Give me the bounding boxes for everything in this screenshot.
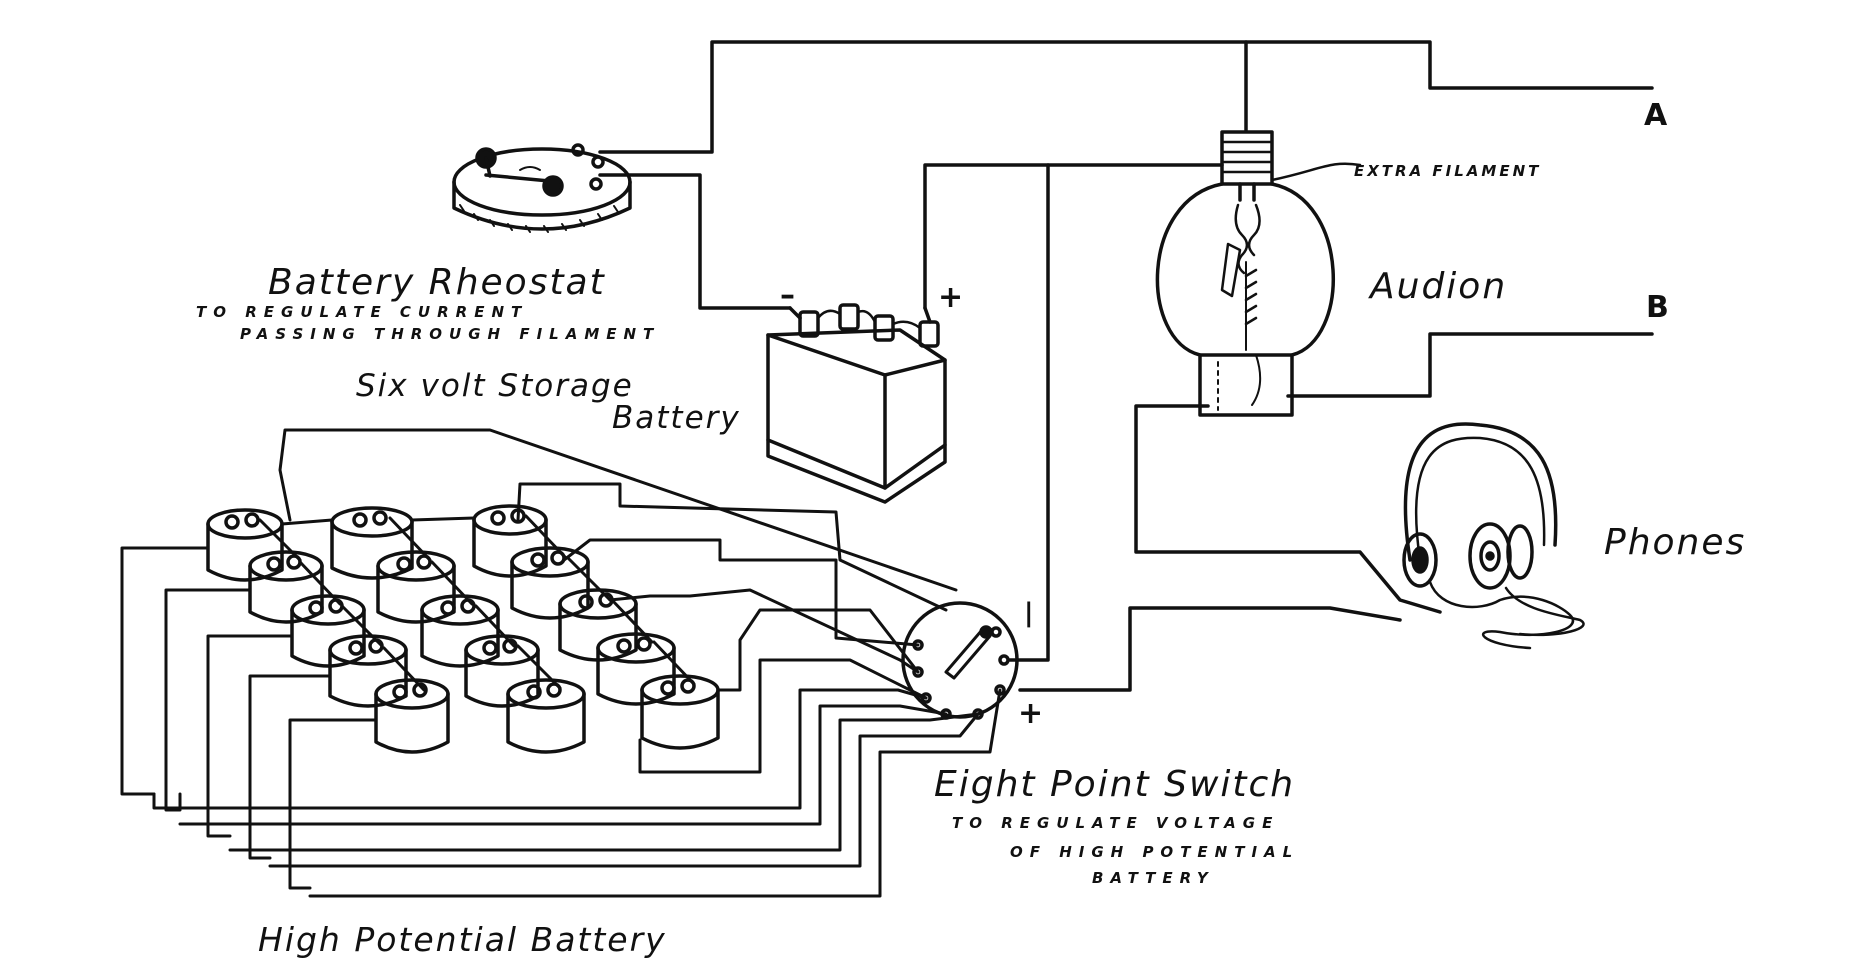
high-potential-battery-label: High Potential Battery [258, 920, 667, 959]
battery-interconnects [260, 516, 694, 690]
high-potential-battery [208, 506, 718, 752]
circuit-wires [600, 42, 1652, 690]
storage-battery [768, 305, 945, 502]
phones-label: Phones [1604, 522, 1747, 563]
rheostat-note-line-2: PASSING THROUGH FILAMENT [240, 325, 661, 343]
battery-cell [598, 634, 674, 704]
switch-note-line-2: OF HIGH POTENTIAL [1010, 843, 1300, 861]
battery-minus-terminal: – [780, 278, 795, 313]
rheostat-title: Battery Rheostat [268, 262, 606, 303]
battery-cell [508, 680, 584, 752]
extra-filament-label: EXTRA FILAMENT [1354, 162, 1542, 180]
phones-headset [1404, 424, 1584, 648]
eight-point-switch [903, 603, 1017, 718]
switch-minus-terminal: | [1024, 598, 1034, 628]
switch-note-line-1: TO REGULATE VOLTAGE [952, 814, 1280, 832]
switch-title: Eight Point Switch [934, 764, 1296, 805]
audion-tube [1157, 132, 1360, 415]
battery-cell [376, 680, 448, 752]
storage-battery-label-line-1: Six volt Storage [356, 368, 634, 404]
terminal-b: B [1646, 290, 1669, 325]
battery-cell [292, 596, 364, 666]
rheostat-note-line-1: TO REGULATE CURRENT [196, 303, 529, 321]
battery-cell [422, 596, 498, 666]
battery-cell [642, 676, 718, 748]
battery-rheostat [454, 145, 630, 232]
switch-note-line-3: BATTERY [1092, 869, 1215, 887]
battery-plus-terminal: + [938, 280, 964, 315]
audion-label: Audion [1370, 266, 1508, 307]
storage-battery-label-line-2: Battery [612, 400, 741, 436]
battery-feeder-wires [122, 430, 1000, 896]
battery-cell [512, 548, 588, 618]
terminal-a: A [1644, 98, 1668, 133]
switch-plus-terminal: + [1018, 696, 1044, 731]
